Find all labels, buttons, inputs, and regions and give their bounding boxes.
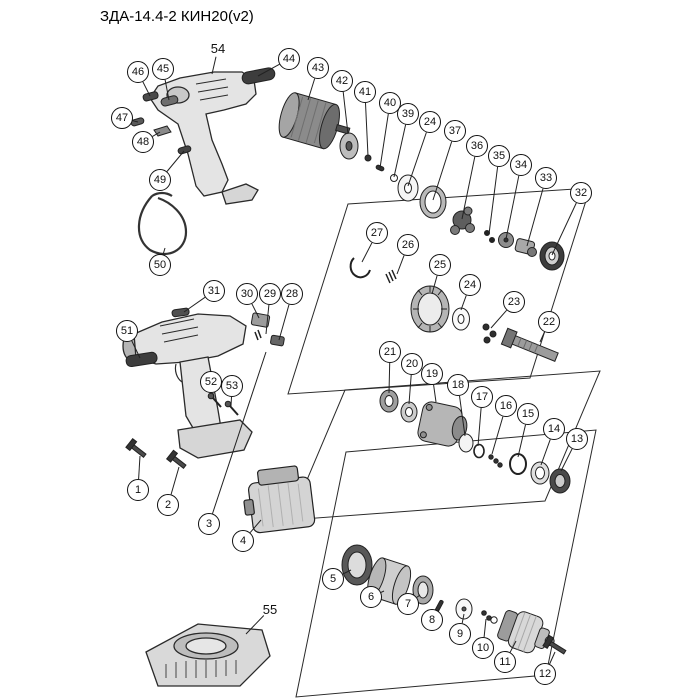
callout-9: 9 xyxy=(449,623,471,645)
callout-39: 39 xyxy=(397,103,419,125)
callout-27: 27 xyxy=(366,222,388,244)
wrist-strap-art xyxy=(137,191,188,256)
callout-37: 37 xyxy=(444,120,466,142)
callout-16: 16 xyxy=(495,395,517,417)
callout-20: 20 xyxy=(401,353,423,375)
callout-26: 26 xyxy=(397,234,419,256)
callout-45: 45 xyxy=(152,58,174,80)
callout-49: 49 xyxy=(149,169,171,191)
callout-54: 54 xyxy=(210,40,226,56)
callout-29: 29 xyxy=(259,283,281,305)
callout-42: 42 xyxy=(331,70,353,92)
callout-53: 53 xyxy=(221,375,243,397)
gear-train-front-art xyxy=(349,257,559,362)
callout-25: 25 xyxy=(429,254,451,276)
callout-50: 50 xyxy=(149,254,171,276)
assembly-frame-middle xyxy=(289,370,601,521)
callout-51: 51 xyxy=(116,320,138,342)
callout-44: 44 xyxy=(278,48,300,70)
callout-48: 48 xyxy=(132,131,154,153)
callout-22: 22 xyxy=(538,311,560,333)
callout-52: 52 xyxy=(200,371,222,393)
callout-34: 34 xyxy=(510,154,532,176)
callout-43: 43 xyxy=(307,57,329,79)
callout-4: 4 xyxy=(232,530,254,552)
callout-30: 30 xyxy=(236,283,258,305)
callout-28: 28 xyxy=(281,283,303,305)
callout-47: 47 xyxy=(111,107,133,129)
motor-fan-art xyxy=(339,132,359,160)
callout-3: 3 xyxy=(198,513,220,535)
callout-7: 7 xyxy=(397,593,419,615)
callout-2: 2 xyxy=(157,494,179,516)
callout-24: 24 xyxy=(419,111,441,133)
callout-33: 33 xyxy=(535,167,557,189)
callout-24: 24 xyxy=(459,274,481,296)
callout-12: 12 xyxy=(534,663,556,685)
callout-19: 19 xyxy=(421,363,443,385)
callout-35: 35 xyxy=(488,145,510,167)
callout-17: 17 xyxy=(471,386,493,408)
callout-31: 31 xyxy=(203,280,225,302)
callout-14: 14 xyxy=(543,418,565,440)
callout-40: 40 xyxy=(379,92,401,114)
callout-6: 6 xyxy=(360,586,382,608)
callout-11: 11 xyxy=(494,651,516,673)
callout-18: 18 xyxy=(447,374,469,396)
charger-art xyxy=(145,623,271,687)
callout-21: 21 xyxy=(379,341,401,363)
diagram-title: ЗДА-14.4-2 КИН20(v2) xyxy=(100,8,254,25)
callout-32: 32 xyxy=(570,182,592,204)
callout-46: 46 xyxy=(127,61,149,83)
callout-41: 41 xyxy=(354,81,376,103)
callout-13: 13 xyxy=(566,428,588,450)
callout-23: 23 xyxy=(503,291,525,313)
callout-15: 15 xyxy=(517,403,539,425)
callout-55: 55 xyxy=(262,601,278,617)
callout-36: 36 xyxy=(466,135,488,157)
callout-1: 1 xyxy=(127,479,149,501)
callout-5: 5 xyxy=(322,568,344,590)
callout-8: 8 xyxy=(421,609,443,631)
callout-10: 10 xyxy=(472,637,494,659)
motor-art xyxy=(278,92,351,150)
